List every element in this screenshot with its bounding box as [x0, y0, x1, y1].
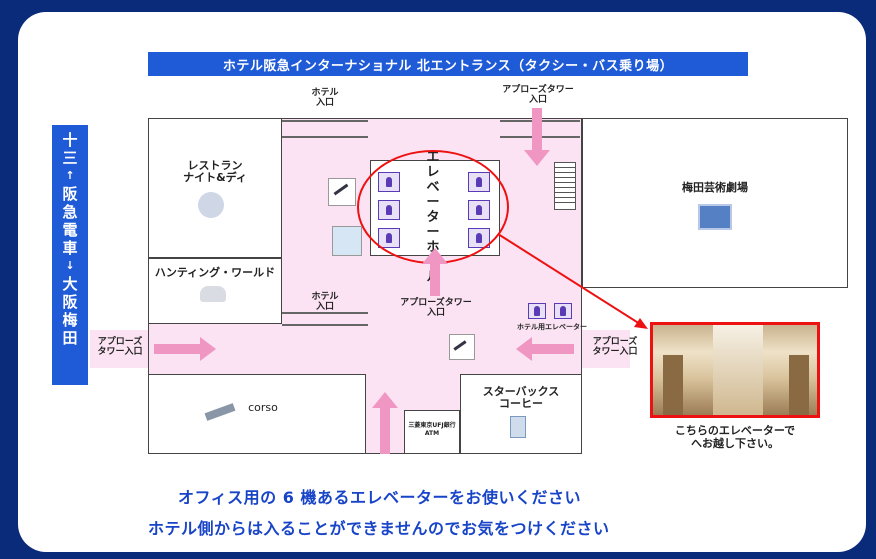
- hotel-entrance-mid-label: ホテル入口: [311, 292, 339, 312]
- arrow-up-glyph: ↑: [65, 169, 75, 182]
- arrow-down-glyph: ↓: [65, 259, 75, 272]
- atm-room: [404, 410, 460, 454]
- east-entrance-floor: [580, 330, 630, 368]
- photo-door: [789, 355, 809, 415]
- photo-ceiling: [713, 325, 763, 415]
- arrow-up-south: [372, 392, 398, 408]
- side-char: 阪: [62, 185, 78, 203]
- corso-room: [148, 374, 366, 454]
- starbucks-label: スターバックスコーヒー: [482, 385, 560, 410]
- tower-entrance-right-label: アプローズタワー入口: [592, 337, 638, 357]
- side-char: 田: [62, 329, 78, 347]
- starbucks-room: [460, 374, 582, 454]
- arrow-up-south-shaft: [380, 408, 390, 454]
- arrow-left-east: [516, 337, 532, 361]
- theater-icon: [698, 204, 732, 230]
- side-char: 三: [62, 149, 78, 167]
- arrow-right-shaft: [154, 344, 202, 354]
- arrow-left-shaft: [530, 344, 574, 354]
- umeda-theater-room: [582, 118, 848, 288]
- side-char: 急: [62, 203, 78, 221]
- hunting-world-label: ハンティング・ワールド: [154, 266, 276, 279]
- umeda-theater-label: 梅田芸術劇場: [682, 181, 748, 194]
- hankyu-line-banner: 十 三 ↑ 阪 急 電 車 ↓ 大 阪 梅 田: [52, 125, 88, 385]
- footer-line-2: ホテル側からは入ることができませんのでお気をつけください: [148, 519, 610, 538]
- elevator-hall-photo: [650, 322, 820, 418]
- north-entrance-banner: ホテル阪急インターナショナル 北エントランス（タクシー・バス乗り場）: [148, 52, 748, 76]
- hotel-elevator-icon: [528, 303, 546, 319]
- side-char: 阪: [62, 293, 78, 311]
- hotel-elevator-label: ホテル用エレベーター: [517, 323, 587, 331]
- side-char: 大: [62, 275, 78, 293]
- arrow-right-west: [200, 337, 216, 361]
- hotel-entrance-top-door: [282, 120, 368, 138]
- side-char: 十: [62, 131, 78, 149]
- west-entrance-floor: [90, 330, 150, 368]
- elevator-highlight-circle: [357, 150, 509, 264]
- restroom-icon: [332, 226, 362, 256]
- footer-line-1: オフィス用の 6 機あるエレベーターをお使いください: [178, 488, 581, 507]
- side-char: 梅: [62, 311, 78, 329]
- tower-entrance-left-label: アプローズタワー入口: [97, 337, 143, 357]
- stairs-icon: [554, 162, 576, 210]
- corso-label: corso: [248, 401, 278, 414]
- hotel-elevator-icon: [554, 303, 572, 319]
- escalator-icon: [328, 178, 356, 206]
- side-char: 電: [62, 221, 78, 239]
- dining-icon: [198, 192, 224, 218]
- photo-caption: こちらのエレベーターでへお越し下さい。: [674, 424, 796, 450]
- tower-entrance-mid-label: アプローズタワー入口: [400, 298, 472, 318]
- photo-door: [663, 355, 683, 415]
- tower-entrance-top-label: アプローズタワー入口: [502, 85, 574, 105]
- restaurant-room: [148, 118, 282, 258]
- hotel-entrance-mid-door: [282, 312, 368, 326]
- arrow-up-shaft: [430, 264, 440, 296]
- arrow-down-tower: [524, 150, 550, 166]
- arrow-down-shaft: [532, 108, 542, 152]
- coffee-cup-icon: [510, 416, 526, 438]
- restaurant-label: レストランナイト&ディ: [183, 159, 247, 184]
- pointer-line: [497, 233, 648, 329]
- side-char: 車: [62, 239, 78, 257]
- hotel-entrance-top-label: ホテル入口: [311, 88, 339, 108]
- bag-icon: [200, 286, 226, 302]
- escalator-icon-2: [449, 334, 475, 360]
- arrow-up-elevator: [422, 248, 448, 264]
